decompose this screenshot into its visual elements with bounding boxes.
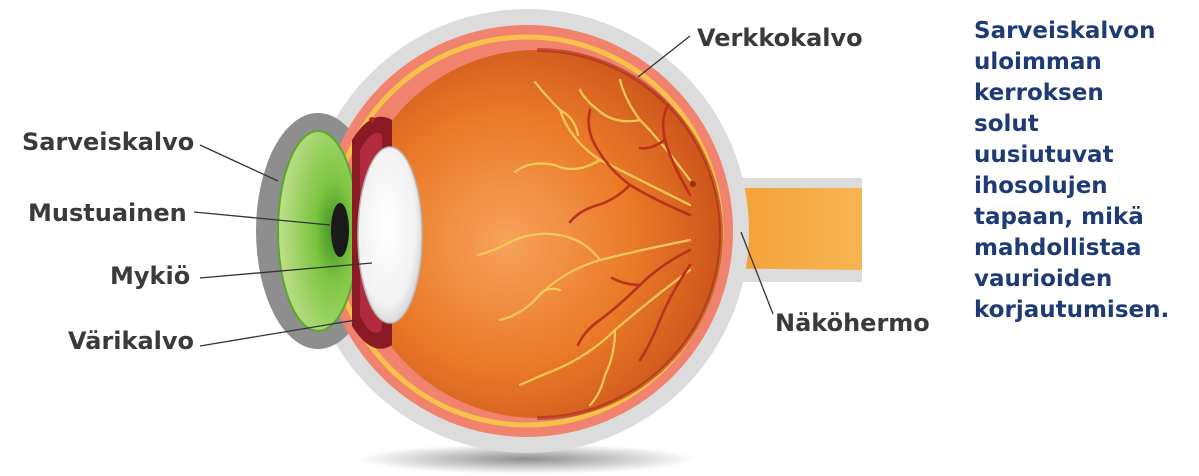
- label-optic-nerve: Näköhermo: [775, 309, 930, 337]
- label-pupil: Mustuainen: [28, 199, 187, 227]
- lens: [358, 147, 422, 323]
- label-cornea: Sarveiskalvo: [22, 128, 194, 156]
- pupil: [331, 203, 349, 257]
- caption-line: vaurioiden: [974, 264, 1194, 295]
- caption-line: uusiutuvat: [974, 140, 1194, 171]
- blood-vessel-dot: [690, 181, 696, 187]
- caption-line: korjautumisen.: [974, 295, 1194, 326]
- label-retina: Verkkokalvo: [697, 24, 863, 52]
- label-lens: Mykiö: [110, 262, 190, 290]
- caption-line: solut: [974, 109, 1194, 140]
- caption-line: kerroksen: [974, 78, 1194, 109]
- blood-vessel-dot: [369, 117, 375, 123]
- caption-text: Sarveiskalvon uloimman kerroksen solut u…: [974, 16, 1194, 326]
- label-iris: Värikalvo: [68, 327, 194, 355]
- caption-line: mahdollistaa: [974, 233, 1194, 264]
- leader-line-cornea: [200, 145, 278, 181]
- caption-line: uloimman: [974, 47, 1194, 78]
- caption-line: Sarveiskalvon: [974, 16, 1194, 47]
- caption-line: ihosolujen: [974, 171, 1194, 202]
- caption-line: tapaan, mikä: [974, 202, 1194, 233]
